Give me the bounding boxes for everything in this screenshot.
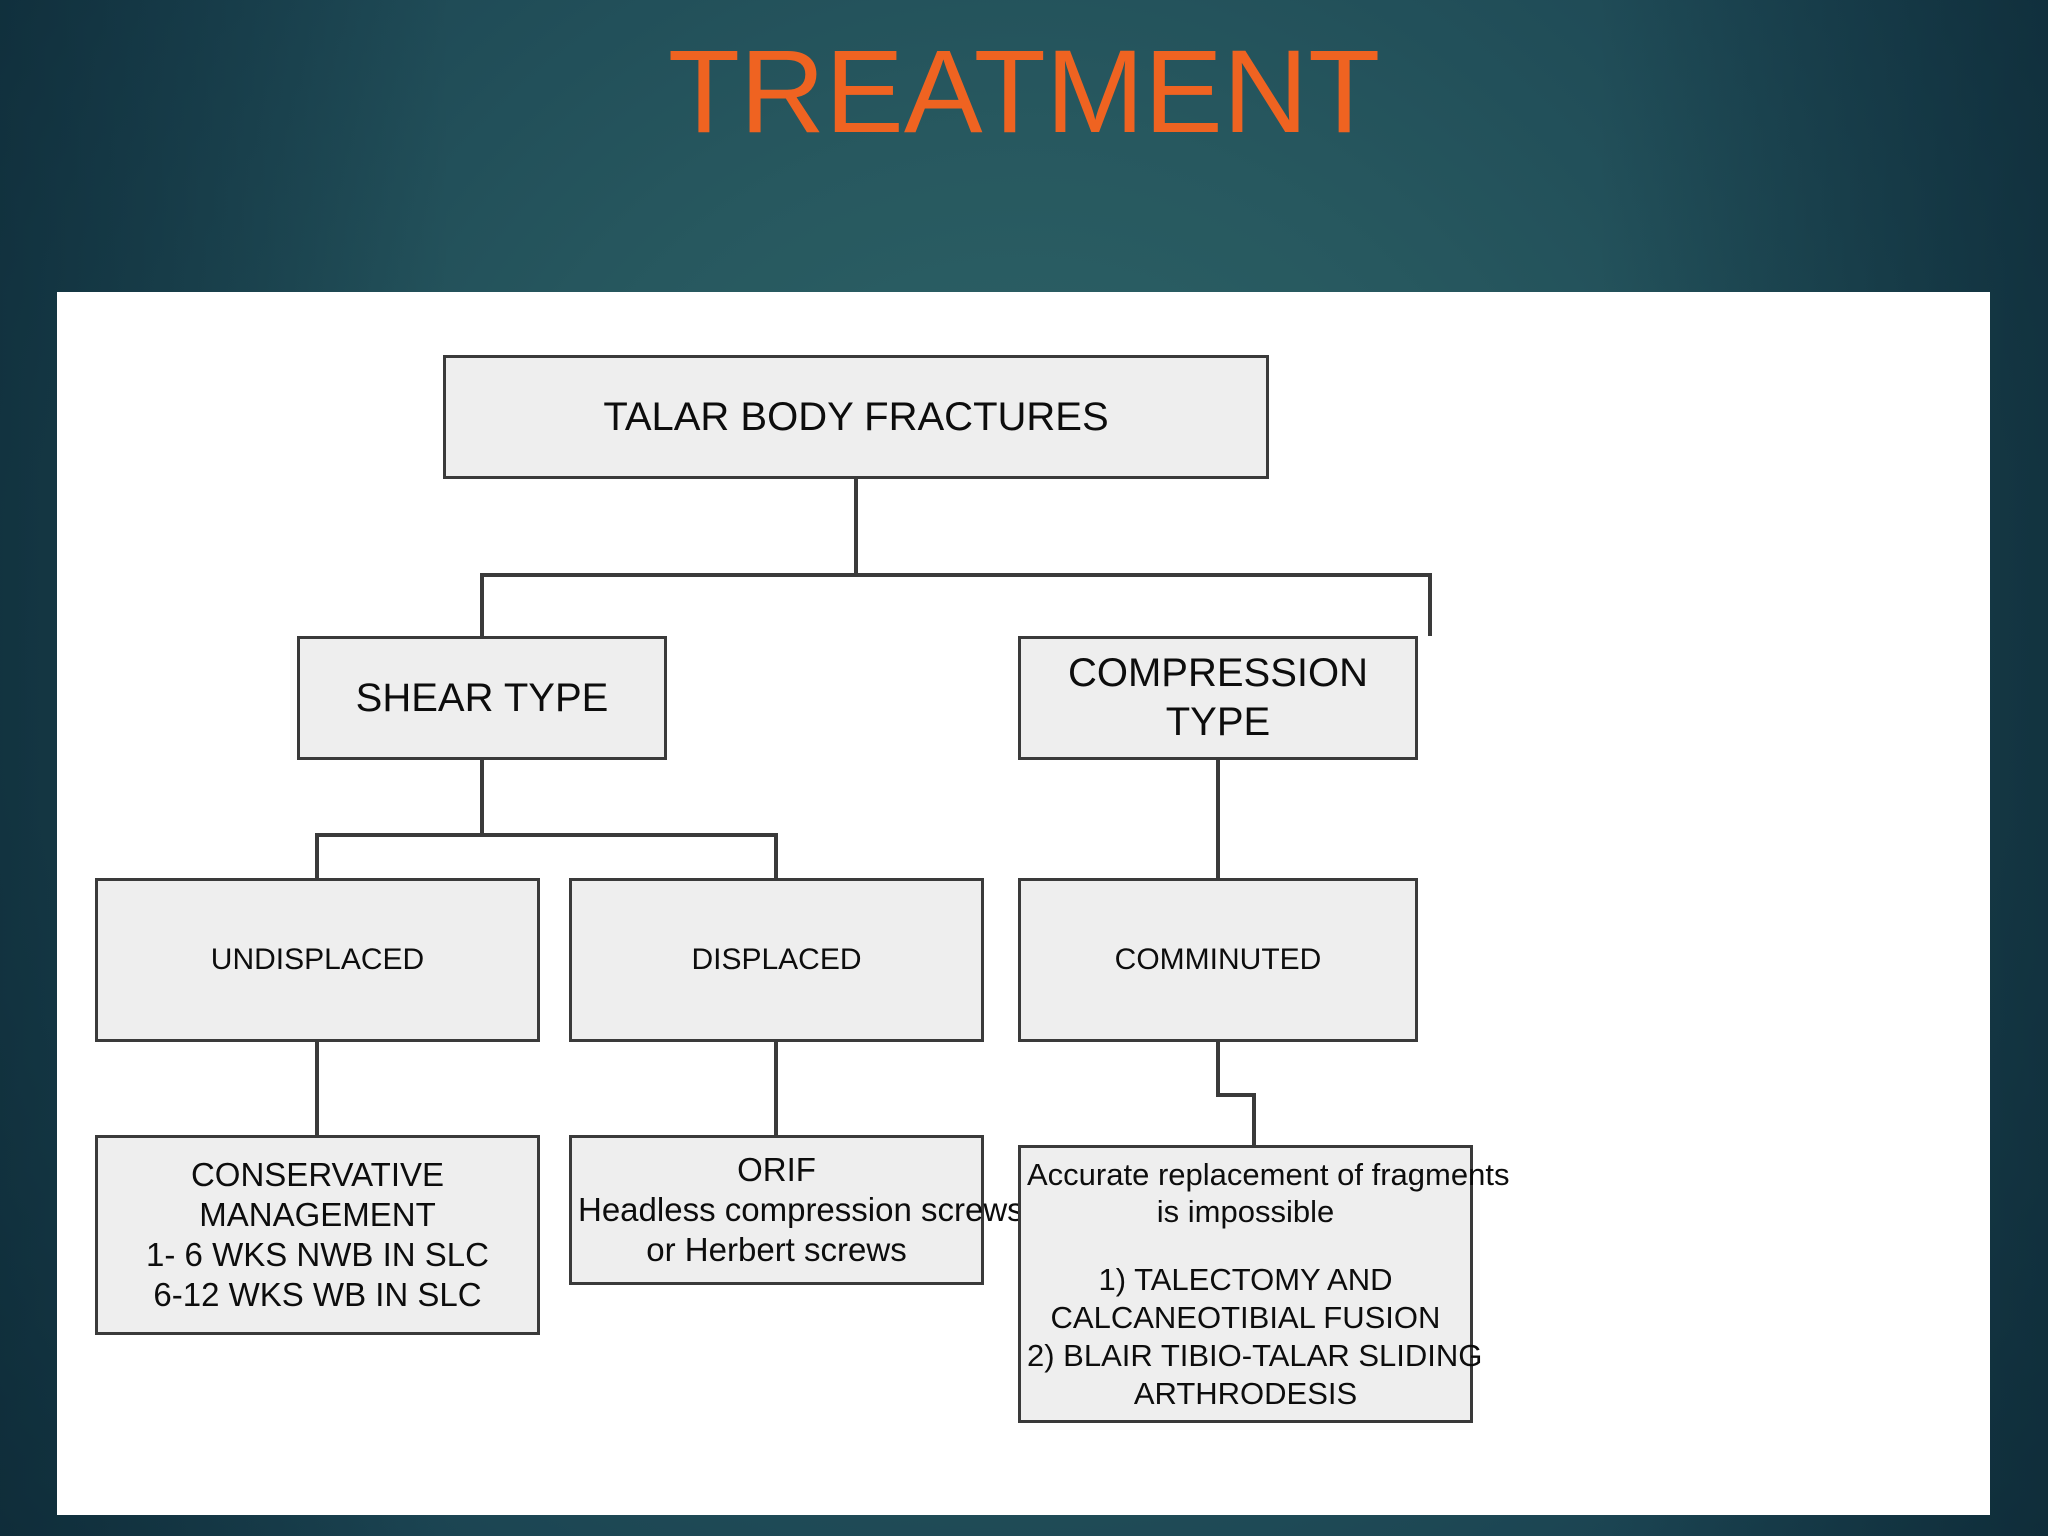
node-label-line-4: 6-12 WKS WB IN SLC: [153, 1276, 482, 1314]
node-label-line-1: COMPRESSION: [1067, 651, 1369, 696]
node-label-line-3: 1) TALECTOMY AND: [1098, 1262, 1393, 1298]
node-label-line-3: or Herbert screws: [646, 1231, 907, 1269]
page-title: TREATMENT: [667, 26, 1381, 158]
node-label-line-3: 1- 6 WKS NWB IN SLC: [146, 1236, 489, 1273]
node-label: SHEAR TYPE: [355, 675, 609, 720]
connector-compression-to-comminuted: [1216, 760, 1220, 878]
connector-comminuted-stem: [1216, 1042, 1220, 1097]
node-label-line-2: TYPE: [1165, 700, 1271, 744]
node-shear-type[interactable]: SHEAR TYPE: [297, 636, 667, 760]
connector-to-undisplaced: [315, 833, 319, 878]
flowchart-panel: TALAR BODY FRACTURES SHEAR TYPE COMPRESS…: [57, 292, 1990, 1515]
node-label: COMMINUTED: [1114, 942, 1322, 976]
node-label: UNDISPLACED: [210, 942, 425, 976]
node-displaced[interactable]: DISPLACED: [569, 878, 984, 1042]
node-label-line-1: ORIF: [737, 1150, 816, 1188]
node-label: TALAR BODY FRACTURES: [603, 394, 1109, 439]
connector-to-displaced: [774, 833, 778, 878]
node-label-spacer: [1027, 1231, 1464, 1261]
node-label-line-5: 2) BLAIR TIBIO-TALAR SLIDING: [1027, 1337, 1483, 1373]
node-orif[interactable]: ORIF Headless compression screws or Herb…: [569, 1135, 1024, 1285]
node-comminuted[interactable]: COMMINUTED: [1018, 878, 1418, 1042]
connector-level2-bar: [315, 833, 778, 837]
node-talar-body-fractures[interactable]: TALAR BODY FRACTURES: [443, 355, 1269, 479]
node-conservative-management[interactable]: CONSERVATIVE MANAGEMENT 1- 6 WKS NWB IN …: [95, 1135, 540, 1335]
connector-to-shear: [480, 573, 484, 636]
connector-level1-bar: [480, 573, 1432, 577]
node-label-line-1: CONSERVATIVE: [190, 1155, 445, 1193]
node-label-line-1: Accurate replacement of fragments: [1027, 1156, 1510, 1192]
node-compression-type[interactable]: COMPRESSION TYPE: [1018, 636, 1418, 760]
node-label-line-2: MANAGEMENT: [199, 1195, 436, 1233]
connector-comminuted-drop: [1252, 1093, 1256, 1145]
node-label-line-2: is impossible: [1156, 1194, 1335, 1230]
connector-shear-stem: [480, 760, 484, 835]
node-accurate-replacement[interactable]: Accurate replacement of fragments is imp…: [1018, 1145, 1510, 1423]
connector-comminuted-jog: [1216, 1093, 1256, 1097]
node-label-line-2: Headless compression screws: [578, 1190, 1024, 1228]
connector-displaced-to-orif: [774, 1042, 778, 1135]
connector-undisplaced-to-conservative: [315, 1042, 319, 1135]
connector-to-compression: [1428, 573, 1432, 636]
node-undisplaced[interactable]: UNDISPLACED: [95, 878, 540, 1042]
node-label-line-6: ARTHRODESIS: [1133, 1375, 1358, 1411]
node-label: DISPLACED: [691, 942, 862, 976]
connector-root-stem: [854, 479, 858, 575]
node-label-line-4: CALCANEOTIBIAL FUSION: [1050, 1300, 1441, 1335]
